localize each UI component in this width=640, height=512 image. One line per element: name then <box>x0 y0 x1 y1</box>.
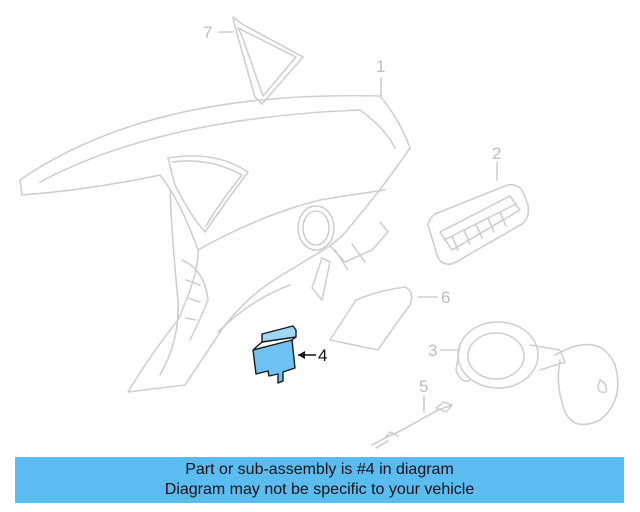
release-cable <box>371 401 453 449</box>
callout-2: 2 <box>492 144 502 163</box>
quarter-window-glass <box>232 16 304 105</box>
callout-6: 6 <box>441 288 451 307</box>
callout-3: 3 <box>428 341 438 360</box>
callout-4: 4 <box>318 346 328 365</box>
fuel-door-assembly <box>455 321 619 426</box>
quarter-panel <box>19 94 411 393</box>
info-banner: Part or sub-assembly is #4 in diagram Di… <box>15 457 624 503</box>
callout-7: 7 <box>203 23 213 42</box>
highlighted-part-4 <box>252 325 297 384</box>
leader-arrow-4 <box>298 351 305 359</box>
banner-line-disclaimer: Diagram may not be specific to your vehi… <box>164 481 475 498</box>
parts-diagram <box>19 16 619 449</box>
vent-grille <box>427 183 530 266</box>
trim-panel <box>329 286 413 351</box>
callout-1: 1 <box>376 57 386 76</box>
callout-5: 5 <box>419 377 429 396</box>
banner-line-part: Part or sub-assembly is #4 in diagram <box>185 461 454 478</box>
